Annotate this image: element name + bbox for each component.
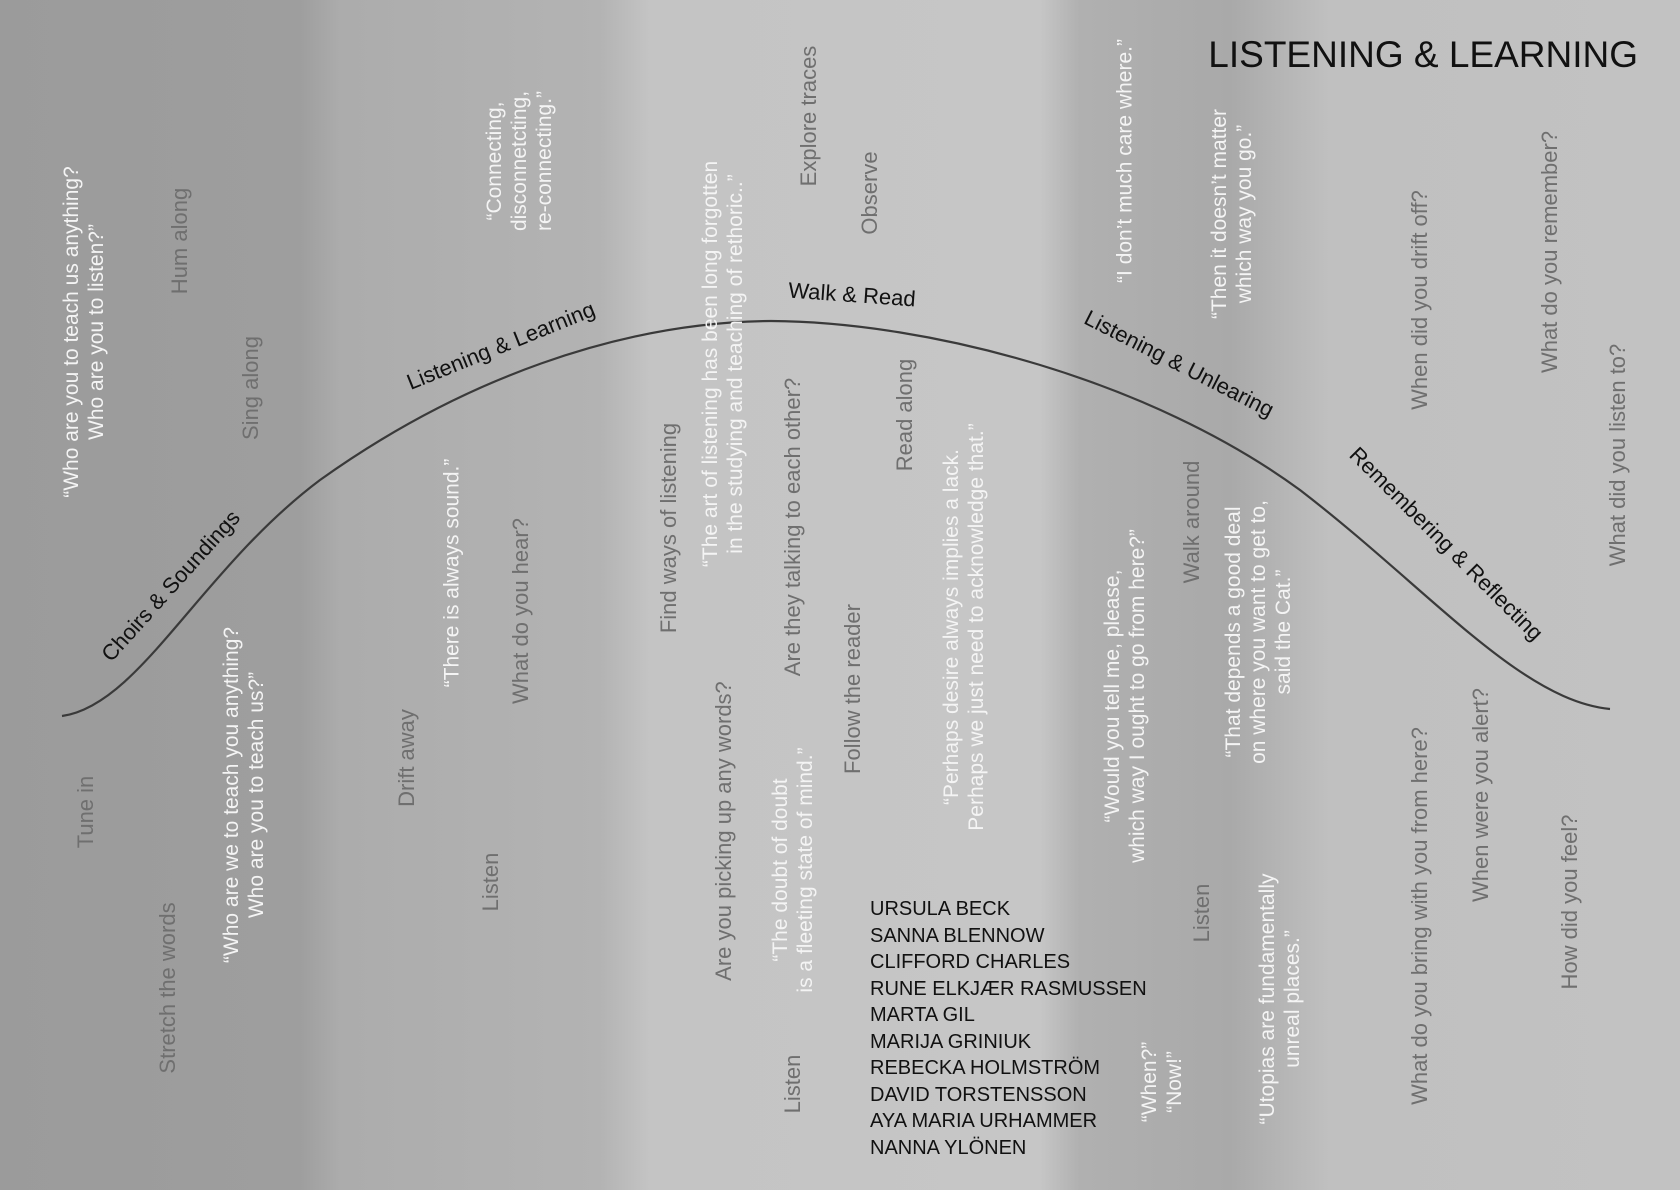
prompt-find-ways: Find ways of listening [655,422,681,634]
prompt-sing-along: Sing along [237,336,263,440]
participant-name: REBECKA HOLMSTRÖM [870,1057,1101,1079]
prompt-remember: What do you remember? [1536,130,1562,374]
poster-title: LISTENING & LEARNING [1208,34,1638,75]
participant-name: RUNE ELKJÆR RASMUSSEN [870,977,1147,1000]
prompt-explore-traces: Explore traces [795,45,821,187]
prompt-drift-away: Drift away [393,709,419,807]
participant-name: NANNA YLÖNEN [870,1136,1027,1159]
prompt-listen-to: What did you listen to? [1604,343,1630,567]
prompt-follow-reader: Follow the reader [839,604,865,774]
prompt-observe: Observe [856,151,882,235]
prompt-drift-off: When did you drift off? [1406,190,1432,410]
quote-depends: “That depends a good deal on where you w… [1222,500,1296,764]
quote-always-sound: “There is always sound.” [440,458,464,688]
prompt-tune-in: Tune in [72,775,98,849]
participant-name: SANNA BLENNOW [870,924,1045,947]
quote-would-you: “Would you tell me, please, which way I … [1100,529,1149,863]
prompt-listen: Listen [1188,883,1214,943]
quote-who-teach-you: “Who are we to teach you anything? Who a… [219,626,268,964]
quote-who-teach-us: “Who are you to teach us anything? Who a… [59,166,108,498]
prompt-listen: Listen [477,852,503,912]
participant-list: URSULA BECK SANNA BLENNOW CLIFFORD CHARL… [870,896,1147,1161]
participant-name: MARIJA GRINIUK [870,1030,1032,1053]
participant-name: MARTA GIL [870,1004,975,1026]
prompt-what-hear: What do you hear? [507,518,533,704]
prompt-listen: Listen [779,1054,805,1114]
prompt-stretch-words: Stretch the words [154,902,180,1074]
prompt-bring: What do you bring with you from here? [1406,727,1432,1105]
quote-art-listening: “The art of listening has been long forg… [698,160,747,568]
quote-desire: “Perhaps desire always implies a lack. P… [939,423,988,831]
prompt-walk-around: Walk around [1178,460,1204,584]
participant-name: DAVID TORSTENSSON [870,1083,1087,1106]
prompt-alert: When were you alert? [1467,688,1493,902]
participant-name: URSULA BECK [870,898,1011,920]
prompt-talking: Are they talking to each other? [779,377,805,677]
quote-doesnt-matter: “Then it doesn’t matter which way you go… [1207,108,1256,320]
participant-name: AYA MARIA URHAMMER [870,1110,1098,1132]
quote-doubt: “The doubt of doubt is a fleeting state … [768,747,817,993]
quote-dont-care: “I don’t much care where.” [1113,39,1137,283]
prompt-picking-words: Are you picking up any words? [710,681,736,981]
prompt-feel: How did you feel? [1556,814,1582,990]
prompt-read-along: Read along [891,358,917,472]
quote-connecting: “Connecting, disconnetcting, re-connecti… [483,90,557,232]
prompt-hum-along: Hum along [166,187,192,295]
participant-name: CLIFFORD CHARLES [870,951,1071,973]
quote-utopias: “Utopias are fundamentally unreal places… [1255,873,1304,1125]
